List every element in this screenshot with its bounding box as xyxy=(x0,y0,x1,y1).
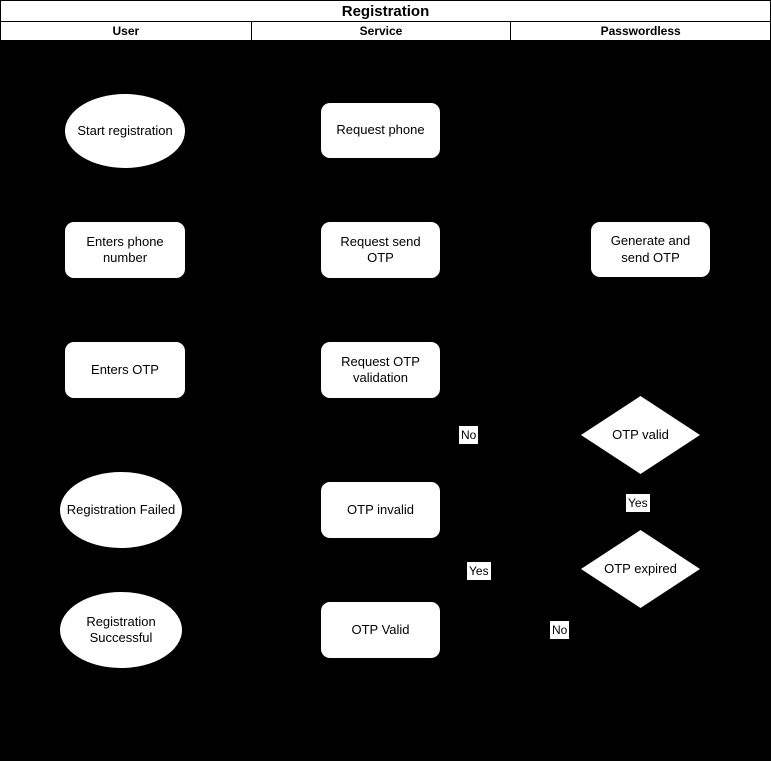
edge-label-no: No xyxy=(459,426,479,444)
node-start-registration: Start registration xyxy=(65,94,185,168)
node-request-phone: Request phone xyxy=(321,103,440,158)
decision-otp-valid: OTP valid xyxy=(581,396,700,474)
node-request-send-otp: Request send OTP xyxy=(321,222,440,278)
node-enters-phone-number: Enters phone number xyxy=(65,222,185,278)
diagram-title: Registration xyxy=(1,1,770,22)
node-registration-failed: Registration Failed xyxy=(60,472,182,548)
edge-label-yes: Yes xyxy=(626,494,650,512)
lane-header-passwordless: Passwordless xyxy=(600,24,681,38)
node-otp-invalid: OTP invalid xyxy=(321,482,440,538)
lane-header-user: User xyxy=(1,22,252,40)
edge-label-no: No xyxy=(550,621,570,639)
decision-otp-expired: OTP expired xyxy=(581,530,700,608)
node-otp-valid: OTP Valid xyxy=(321,602,440,658)
edge-label-yes: Yes xyxy=(467,562,491,580)
swimlane-header: Registration User Service Passwordless xyxy=(0,0,771,41)
node-generate-and-send-otp: Generate and send OTP xyxy=(591,222,710,277)
node-request-otp-validation: Request OTP validation xyxy=(321,342,440,398)
node-registration-successful: Registration Successful xyxy=(60,592,182,668)
lane-header-service: Service xyxy=(252,22,512,40)
lane-header-row: User Service Passwordless xyxy=(1,22,770,40)
node-enters-otp: Enters OTP xyxy=(65,342,185,398)
